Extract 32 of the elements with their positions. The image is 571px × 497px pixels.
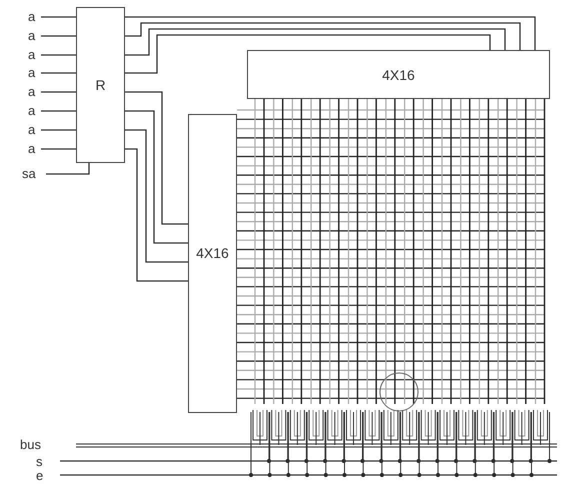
signal-label: a — [28, 104, 36, 117]
wire — [41, 110, 76, 112]
signal-label: s — [36, 455, 42, 468]
decoder-box: 4X16 — [247, 50, 550, 99]
decoder-box: 4X16 — [188, 114, 237, 413]
wire — [125, 28, 506, 56]
signal-label: a — [28, 123, 36, 136]
signal-label: a — [28, 10, 36, 23]
wire — [46, 163, 90, 175]
wire — [41, 35, 76, 37]
wire — [41, 54, 76, 56]
wire — [41, 72, 76, 74]
signal-label: bus — [20, 438, 41, 451]
signal-label: a — [28, 48, 36, 61]
register-box: R — [76, 7, 125, 163]
signal-label: sa — [22, 167, 36, 180]
wire — [41, 91, 76, 93]
wire — [125, 110, 188, 244]
wire — [125, 22, 521, 50]
signal-label: a — [28, 85, 36, 98]
wire — [125, 129, 188, 263]
signal-label: a — [28, 142, 36, 155]
wire — [125, 91, 188, 225]
wire — [125, 16, 536, 50]
wire — [125, 34, 491, 74]
wire — [41, 129, 76, 131]
wire — [41, 16, 76, 18]
wire — [41, 148, 76, 150]
signal-label: a — [28, 66, 36, 79]
wire — [125, 148, 188, 282]
signal-label: a — [28, 29, 36, 42]
signal-label: e — [36, 469, 44, 482]
